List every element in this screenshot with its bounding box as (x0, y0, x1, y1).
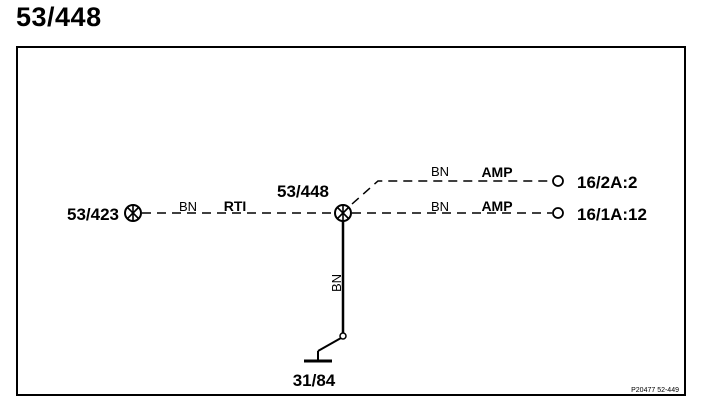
left-connector-label: 53/423 (67, 205, 119, 224)
terminal-top-symbol (552, 175, 564, 187)
terminal-top-label: 16/2A:2 (577, 173, 637, 192)
switch-arm (317, 337, 342, 352)
terminal-bottom-symbol (552, 207, 564, 219)
terminal-bottom-label: 16/1A:12 (577, 205, 647, 224)
center-connector-label: 53/448 (277, 182, 329, 201)
page-title: 53/448 (16, 2, 102, 32)
upper-wire-color: BN (431, 164, 449, 179)
diagram-frame (16, 46, 686, 396)
upper-wire-ref: AMP (481, 164, 512, 180)
lower-wire-color: BN (431, 199, 449, 214)
switch-pivot (339, 332, 347, 340)
left-wire-color: BN (179, 199, 197, 214)
left-connector-symbol (124, 204, 142, 222)
center-connector-symbol (334, 204, 352, 222)
ground-label: 31/84 (293, 371, 336, 390)
left-wire-ref: RTI (224, 198, 247, 214)
upper-right-wire (351, 180, 552, 205)
lower-wire-ref: AMP (481, 198, 512, 214)
vertical-wire-color: BN (329, 274, 344, 292)
footer-code: P20477 52-449 (631, 387, 679, 394)
